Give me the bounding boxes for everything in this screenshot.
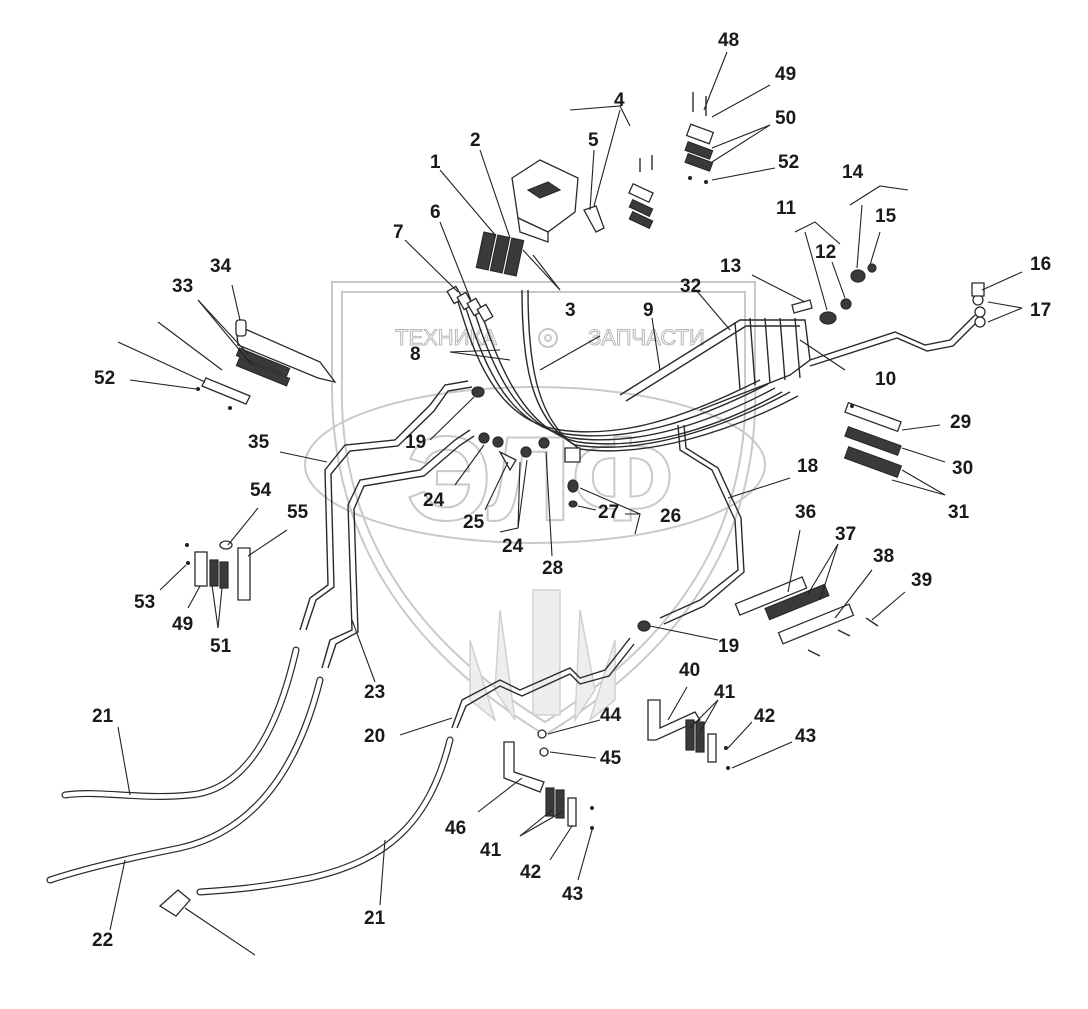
callout-29: 29 bbox=[950, 412, 971, 433]
callout-8: 8 bbox=[410, 344, 421, 365]
callout-6: 6 bbox=[430, 202, 441, 223]
bracket-stack-right bbox=[684, 92, 715, 184]
callout-27: 27 bbox=[598, 502, 619, 523]
callout-41-right: 41 bbox=[714, 682, 736, 703]
callout-38: 38 bbox=[873, 546, 894, 567]
callout-5: 5 bbox=[588, 130, 599, 151]
callout-32: 32 bbox=[680, 276, 701, 297]
callout-23: 23 bbox=[364, 682, 385, 703]
callout-11: 11 bbox=[776, 198, 797, 219]
callout-20: 20 bbox=[364, 726, 385, 747]
bracket-46 bbox=[503, 741, 594, 830]
callout-30: 30 bbox=[952, 458, 973, 479]
distributor-valve bbox=[511, 159, 605, 243]
tube-35 bbox=[299, 380, 473, 631]
hose-21-left bbox=[61, 646, 300, 800]
callout-19-lower: 19 bbox=[718, 636, 739, 657]
callout-51: 55 bbox=[287, 502, 309, 523]
wheat-ears-icon bbox=[469, 589, 616, 723]
callout-52-left: 52 bbox=[94, 368, 115, 389]
hose-21-right bbox=[158, 736, 454, 917]
callout-18: 18 bbox=[797, 456, 818, 477]
callout-52-lower: 53 bbox=[134, 592, 155, 613]
coupler-block-1-2 bbox=[475, 231, 525, 277]
callout-49-lower: 51 bbox=[210, 636, 232, 657]
leader-lines bbox=[109, 51, 1023, 956]
callout-40: 40 bbox=[679, 660, 700, 681]
tube-23 bbox=[321, 429, 475, 669]
callout-35: 35 bbox=[248, 432, 270, 453]
callout-43-right: 43 bbox=[795, 726, 816, 747]
callout-16: 16 bbox=[1030, 254, 1051, 275]
callout-24-lower: 24 bbox=[502, 536, 524, 557]
callout-42-left: 42 bbox=[520, 862, 541, 883]
bracket-40-45 bbox=[537, 699, 730, 770]
coupler-cluster-6-7 bbox=[446, 285, 494, 323]
callout-42-right: 42 bbox=[754, 706, 775, 727]
callout-49: 50 bbox=[775, 108, 796, 129]
bracket-36-39 bbox=[734, 576, 879, 657]
bracket-left-48-51 bbox=[185, 540, 251, 601]
watermark-logo: ТЕХНИКА ЗАПЧАСТИ ЭЛФ bbox=[304, 281, 766, 737]
callout-2: 2 bbox=[470, 130, 481, 151]
callout-3: 3 bbox=[565, 300, 576, 321]
callout-50: 54 bbox=[250, 480, 272, 501]
callout-19-upper: 19 bbox=[405, 432, 426, 453]
right-feed-pipe bbox=[809, 282, 986, 367]
callout-48-lower: 49 bbox=[172, 614, 193, 635]
callout-26: 26 bbox=[660, 506, 681, 527]
callout-41-left: 41 bbox=[480, 840, 502, 861]
callout-47: 48 bbox=[718, 30, 739, 51]
callout-37: 37 bbox=[835, 524, 856, 545]
fittings-11-15 bbox=[791, 263, 877, 325]
hose-22 bbox=[46, 676, 324, 884]
callout-44: 44 bbox=[600, 705, 622, 726]
tube-18 bbox=[659, 424, 745, 625]
callout-52: 52 bbox=[778, 152, 799, 173]
callout-33: 33 bbox=[172, 276, 193, 297]
callout-4: 4 bbox=[614, 90, 625, 111]
callout-15: 15 bbox=[875, 206, 897, 227]
callout-31: 31 bbox=[948, 502, 970, 523]
callout-45: 45 bbox=[600, 748, 622, 769]
callout-1: 1 bbox=[430, 152, 441, 173]
callout-36: 36 bbox=[795, 502, 816, 523]
watermark-text-2: ЗАПЧАСТИ bbox=[588, 325, 705, 350]
callout-21-right: 21 bbox=[364, 908, 386, 929]
fittings-middle bbox=[471, 386, 651, 632]
callout-17: 17 bbox=[1030, 300, 1051, 321]
callout-24-upper: 24 bbox=[423, 490, 445, 511]
callout-48: 49 bbox=[775, 64, 796, 85]
callout-13: 13 bbox=[720, 256, 741, 277]
callout-22: 22 bbox=[92, 930, 113, 951]
callout-21-left: 21 bbox=[92, 706, 114, 727]
callout-28: 28 bbox=[542, 558, 563, 579]
callout-46: 46 bbox=[445, 818, 466, 839]
callout-39: 39 bbox=[911, 570, 932, 591]
callout-43-left: 43 bbox=[562, 884, 583, 905]
gear-icon bbox=[538, 328, 558, 348]
callout-14: 14 bbox=[842, 162, 864, 183]
bracket-stack-top bbox=[628, 155, 654, 230]
callout-10: 10 bbox=[875, 369, 896, 390]
bracket-right-29-31 bbox=[843, 401, 903, 478]
callout-labels: 48 49 50 52 4 5 2 1 6 7 3 8 9 32 13 11 1… bbox=[92, 30, 1051, 951]
callout-34: 34 bbox=[210, 256, 232, 277]
tube-20 bbox=[451, 637, 635, 729]
callout-25: 25 bbox=[463, 512, 485, 533]
bracket-left-33-34 bbox=[196, 319, 337, 410]
callout-9: 9 bbox=[643, 300, 654, 321]
callout-12: 12 bbox=[815, 242, 836, 263]
callout-7: 7 bbox=[393, 222, 404, 243]
